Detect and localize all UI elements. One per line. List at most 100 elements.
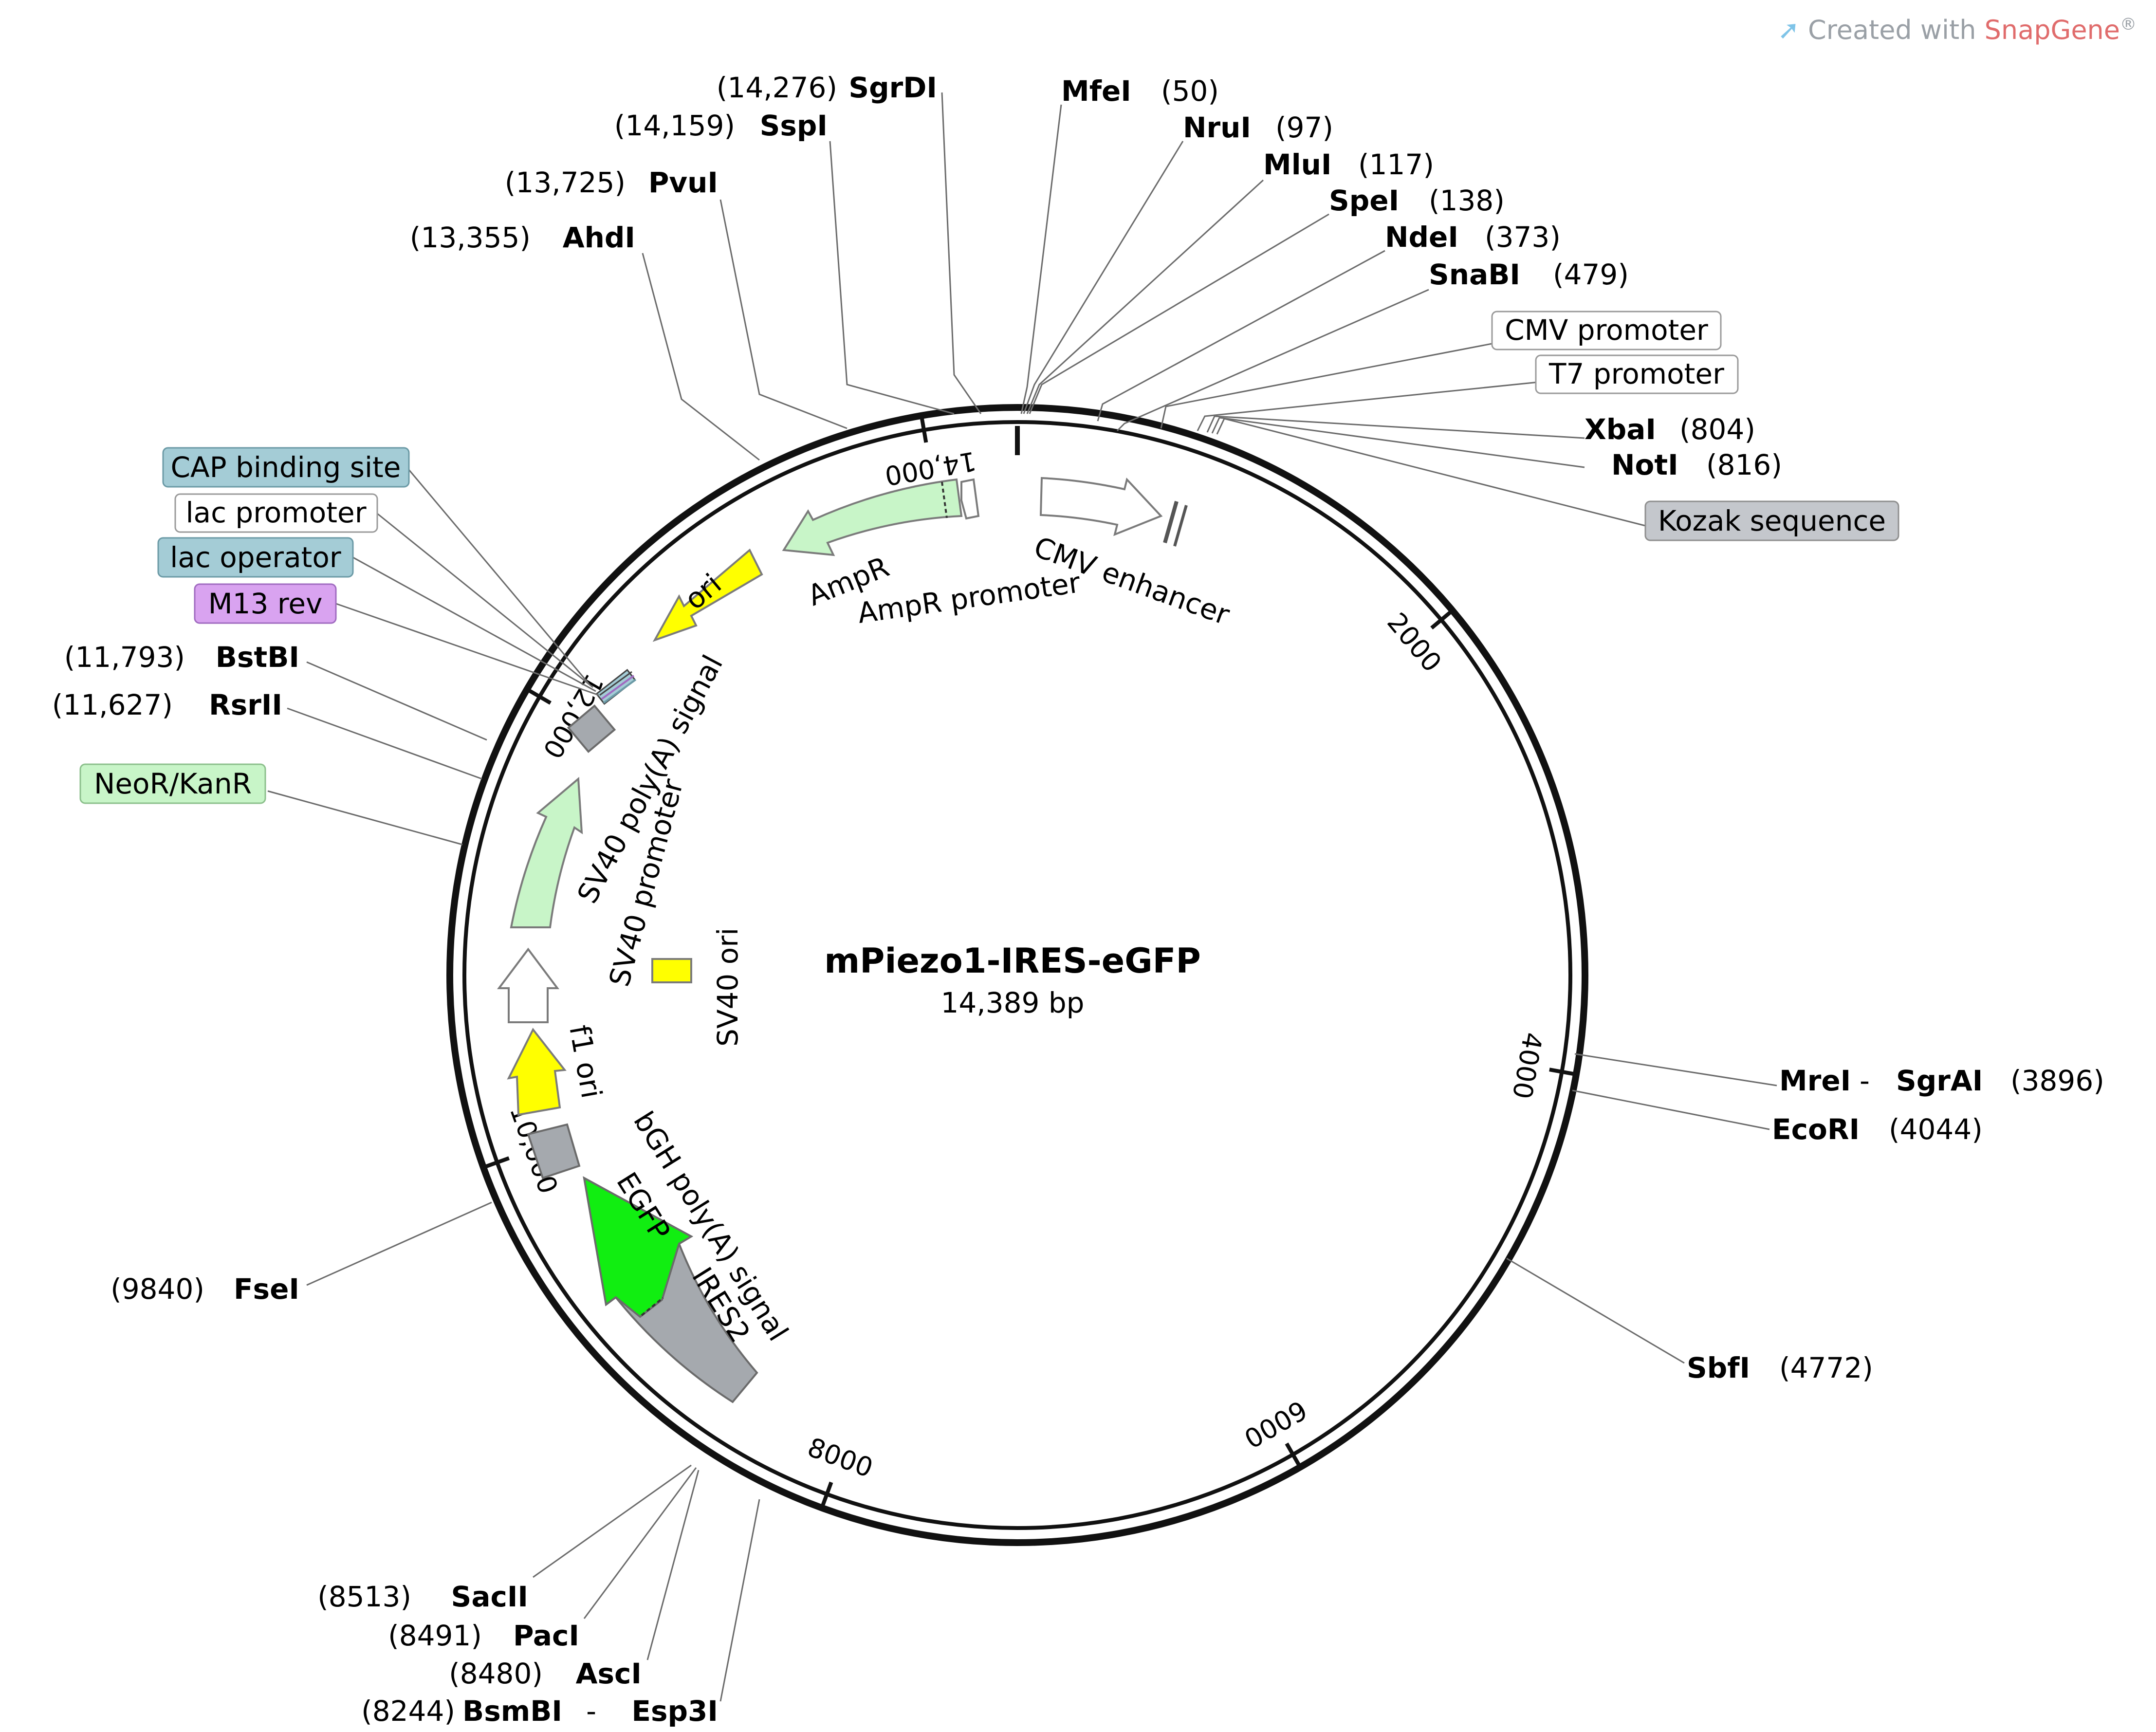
enzyme-mfei-pos: (50) (1161, 74, 1219, 108)
enzyme-xbai[interactable]: XbaI (1585, 413, 1656, 446)
feature-cmv-enhancer[interactable] (1039, 477, 1163, 536)
feature-ampr[interactable] (782, 478, 963, 556)
enzyme-ahdi-pos: (13,355) (410, 221, 531, 254)
svg-text:lac promoter: lac promoter (185, 496, 366, 529)
plasmid-size: 14,389 bp (940, 986, 1084, 1019)
enzyme-bstbi[interactable]: BstBI (216, 641, 299, 674)
leader-lines (267, 92, 1777, 1702)
t7-promoter-mark (1173, 505, 1188, 547)
tick-mark (1549, 1068, 1577, 1076)
tick-label: 4000 (1506, 1030, 1548, 1101)
feature-sv40-promoter[interactable] (497, 947, 559, 1023)
svg-text:CAP binding site: CAP binding site (171, 451, 401, 484)
svg-text:M13 rev: M13 rev (208, 587, 323, 620)
enzyme-sacii-pos: (8513) (317, 1580, 411, 1613)
enzyme-mrei-sep: - (1860, 1064, 1870, 1097)
svg-text:T7 promoter: T7 promoter (1548, 357, 1724, 390)
enzyme-noti[interactable]: NotI (1611, 448, 1678, 481)
enzyme-snabi[interactable]: SnaBI (1429, 258, 1520, 291)
cmv-promoter-mark (1163, 500, 1179, 544)
enzyme-paci[interactable]: PacI (513, 1619, 579, 1652)
enzyme-noti-pos: (816) (1706, 448, 1782, 481)
enzyme-pvui[interactable]: PvuI (648, 166, 718, 199)
tick-label: 8000 (804, 1432, 877, 1483)
enzyme-nrui-pos: (97) (1275, 111, 1333, 144)
label-f1-ori: f1 ori (563, 1023, 608, 1101)
enzyme-sbfi-pos: (4772) (1779, 1351, 1873, 1384)
box-cap-binding-site[interactable]: CAP binding site (162, 447, 410, 488)
tick-mark (919, 415, 928, 443)
box-m13-rev[interactable]: M13 rev (194, 583, 337, 624)
tick-label: 6000 (1239, 1394, 1312, 1454)
enzyme-paci-pos: (8491) (388, 1619, 482, 1652)
box-kozak-sequence[interactable]: Kozak sequence (1644, 500, 1899, 541)
feature-bgh-polya[interactable] (527, 1123, 581, 1179)
snapgene-credit: ➚ Created with SnapGene® (1778, 15, 2137, 45)
enzyme-sgrdi-pos: (14,276) (717, 71, 837, 104)
tick-mark (820, 1481, 833, 1509)
enzyme-mrei-pos: (3896) (2010, 1064, 2104, 1097)
enzyme-ndei[interactable]: NdeI (1385, 221, 1458, 254)
enzyme-ndei-pos: (373) (1485, 221, 1561, 254)
enzyme-spei[interactable]: SpeI (1329, 184, 1399, 217)
feature-sv40-ori[interactable] (651, 958, 692, 983)
box-neor-kanr[interactable]: NeoR/KanR (79, 763, 266, 804)
credit-mark: ® (2120, 15, 2137, 34)
feature-ori[interactable] (652, 548, 763, 642)
box-t7-promoter[interactable]: T7 promoter (1535, 354, 1739, 394)
enzyme-mlui-pos: (117) (1358, 148, 1434, 181)
enzyme-sbfi[interactable]: SbfI (1687, 1351, 1750, 1384)
plasmid-name: mPiezo1-IRES-eGFP (824, 941, 1201, 981)
tick-mark (526, 687, 552, 705)
enzyme-mlui[interactable]: MluI (1263, 148, 1331, 181)
enzyme-bsmbi-sep: - (586, 1695, 596, 1728)
enzyme-nrui[interactable]: NruI (1183, 111, 1251, 144)
feature-f1-ori[interactable] (507, 1028, 567, 1116)
enzyme-mfei[interactable]: MfeI (1061, 74, 1131, 108)
feature-egfp-ires2[interactable] (583, 1176, 758, 1403)
enzyme-xbai-pos: (804) (1679, 413, 1755, 446)
enzyme-spei-pos: (138) (1429, 184, 1505, 217)
tick-mark (1285, 1442, 1302, 1468)
enzyme-ecori[interactable]: EcoRI (1772, 1113, 1860, 1146)
enzyme-labels: (14,276) SgrDI (14,159) SspI (13,725) Pv… (52, 71, 2104, 1728)
enzyme-ecori-pos: (4044) (1889, 1113, 1983, 1146)
credit-brand: SnapGene (1984, 15, 2120, 45)
label-sv40-ori: SV40 ori (711, 928, 744, 1047)
backbone-inner-ring (462, 420, 1572, 1530)
backbone-outer-ring (446, 404, 1588, 1546)
enzyme-fsei-pos: (9840) (111, 1272, 204, 1306)
enzyme-sspi[interactable]: SspI (760, 109, 828, 142)
tick-mark (1430, 609, 1454, 630)
box-lac-promoter[interactable]: lac promoter (174, 493, 378, 533)
enzyme-rsrii[interactable]: RsrII (209, 688, 282, 721)
svg-text:CMV promoter: CMV promoter (1505, 313, 1708, 347)
svg-text:NeoR/KanR: NeoR/KanR (94, 767, 252, 800)
enzyme-asci-pos: (8480) (449, 1657, 543, 1690)
enzyme-bsmbi-pos: (8244) (361, 1695, 455, 1728)
feature-sv40-polya-box[interactable] (567, 704, 616, 753)
box-lac-operator[interactable]: lac operator (157, 537, 354, 578)
snapgene-logo-icon: ➚ (1777, 15, 1800, 45)
enzyme-asci[interactable]: AscI (576, 1657, 642, 1690)
enzyme-pvui-pos: (13,725) (505, 166, 626, 199)
enzyme-mrei[interactable]: MreI (1779, 1064, 1851, 1097)
enzyme-sgrai[interactable]: SgrAI (1896, 1064, 1983, 1097)
enzyme-ahdi[interactable]: AhdI (563, 221, 635, 254)
tick-mark (482, 1156, 510, 1169)
enzyme-sacii[interactable]: SacII (451, 1580, 528, 1613)
enzyme-snabi-pos: (479) (1553, 258, 1629, 291)
boxed-labels: CMV promoter T7 promoter Kozak sequence … (79, 311, 1899, 804)
enzyme-sspi-pos: (14,159) (614, 109, 735, 142)
enzyme-bsmbi[interactable]: BsmBI (462, 1695, 562, 1728)
feature-ampr-promoter[interactable] (960, 478, 980, 520)
enzyme-sgrdi[interactable]: SgrDI (848, 71, 937, 104)
enzyme-esp3i[interactable]: Esp3I (631, 1695, 718, 1728)
box-cmv-promoter[interactable]: CMV promoter (1491, 311, 1722, 350)
enzyme-fsei[interactable]: FseI (234, 1272, 299, 1306)
enzyme-bstbi-pos: (11,793) (64, 641, 185, 674)
svg-text:lac operator: lac operator (170, 541, 341, 574)
credit-prefix: Created with (1808, 15, 1985, 45)
feature-neor-kanr[interactable] (510, 776, 583, 928)
